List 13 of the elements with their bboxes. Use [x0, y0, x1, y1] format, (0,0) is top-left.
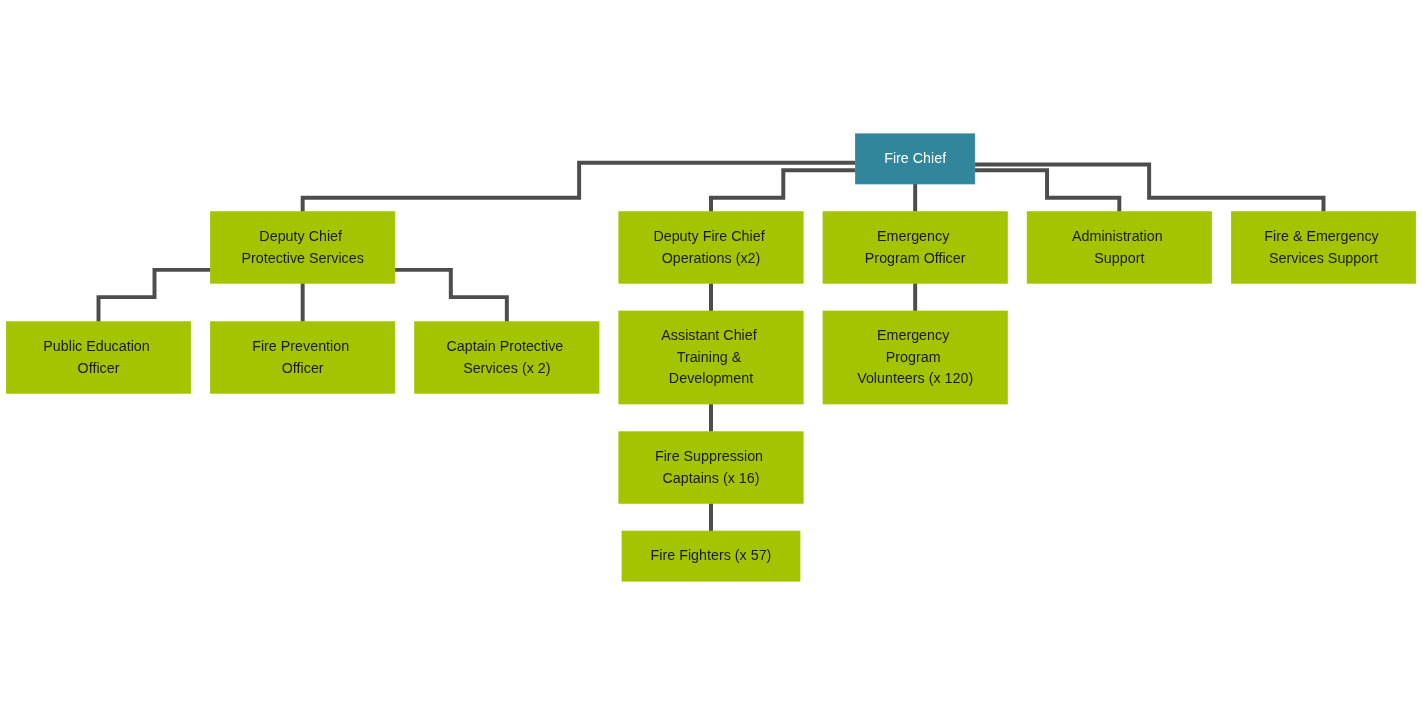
node-box: Emergency Program Volunteers (x 120)	[822, 310, 1008, 405]
node-box: Emergency Program Officer	[822, 211, 1008, 284]
node-box: Public Education Officer	[5, 321, 192, 394]
node-box: Fire Fighters (x 57)	[621, 530, 801, 582]
node-box: Fire Suppression Captains (x 16)	[618, 431, 804, 504]
node-box: Deputy Chief Protective Services	[210, 211, 396, 284]
node-box: Captain Protective Services (x 2)	[414, 321, 600, 394]
node-box: Fire & Emergency Services Support	[1230, 211, 1417, 284]
node-box: Administration Support	[1026, 211, 1212, 284]
node-box: Deputy Fire Chief Operations (x2)	[618, 211, 804, 284]
node-box: Fire Chief	[855, 133, 976, 185]
node-box: Assistant Chief Training & Development	[618, 310, 804, 405]
node-box: Fire Prevention Officer	[210, 321, 396, 394]
